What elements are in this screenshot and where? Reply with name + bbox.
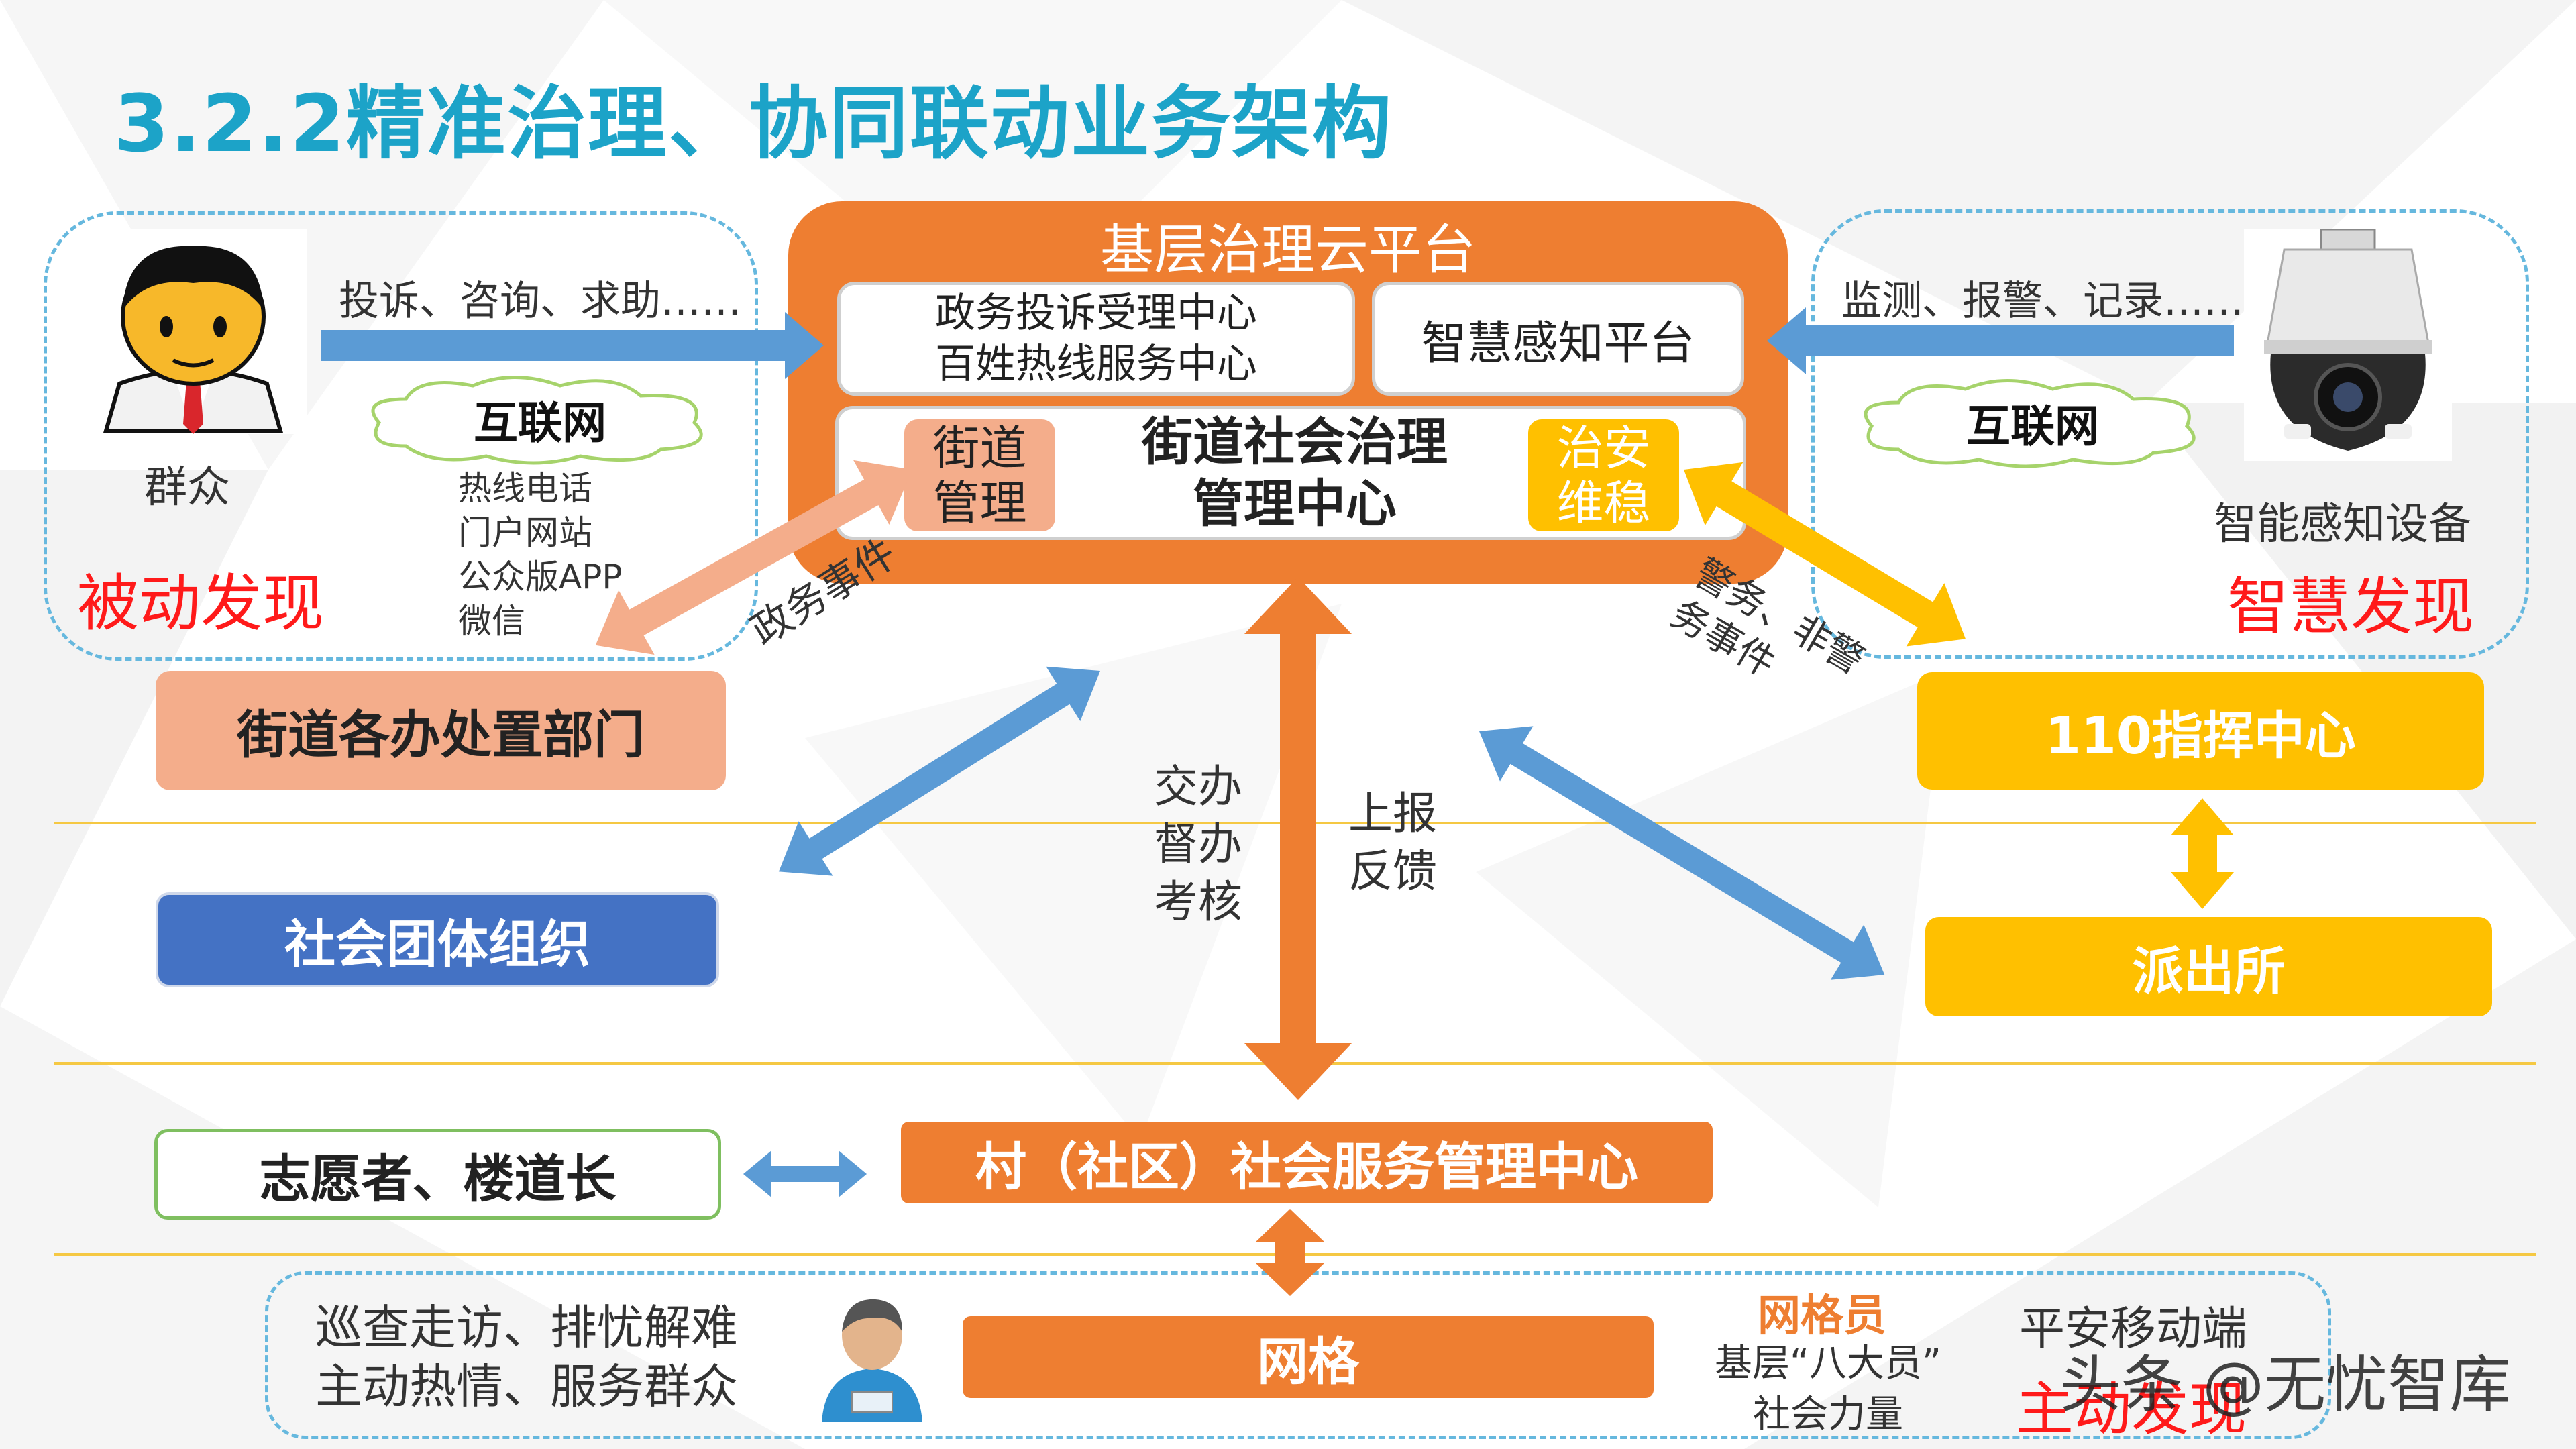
assign-line: 督办 (1154, 818, 1242, 870)
passive-discovery-label: 被动发现 (77, 568, 325, 639)
platform-title: 基层治理云平台 (1100, 219, 1476, 281)
citizen-label: 群众 (144, 463, 230, 513)
security-stability-box: 治安 维稳 (1528, 419, 1679, 531)
hotline-center-line: 百姓热线服务中心 (935, 341, 1257, 388)
passive-discovery-zone (44, 211, 758, 661)
duty-line: 主动热情、服务群众 (315, 1359, 738, 1414)
street-management-line: 管理 (932, 475, 1027, 531)
report-line: 上报 (1348, 788, 1437, 839)
grid-box: 网格 (963, 1316, 1654, 1398)
internet-label-left: 互联网 (474, 397, 606, 449)
village-grid-arrow (1255, 1209, 1325, 1296)
dome-camera-icon (2244, 228, 2452, 461)
smart-discovery-zone (1811, 209, 2529, 659)
citizen-avatar-icon (79, 229, 307, 434)
channel-item: 微信 (458, 602, 525, 641)
channel-item: 公众版APP (458, 557, 623, 596)
volunteer-village-arrow (743, 1150, 867, 1197)
grid-member-line: 基层“八大员” (1714, 1342, 1942, 1385)
channel-item: 热线电话 (458, 469, 592, 508)
report-line: 反馈 (1348, 845, 1437, 897)
report-feedback-label: 上报 反馈 (1348, 785, 1437, 900)
internet-label-right: 互联网 (1966, 400, 2099, 452)
grid-member-desc: 基层“八大员” 社会力量 (1704, 1338, 1952, 1440)
social-groups-box: 社会团体组织 (156, 892, 719, 987)
grid-member-title: 网格员 (1758, 1291, 1886, 1341)
volunteers-box: 志愿者、楼道长 (154, 1129, 721, 1220)
smart-sensing-platform-box: 智慧感知平台 (1372, 282, 1744, 396)
mobile-terminal-label: 平安移动端 (2019, 1303, 2248, 1356)
sensor-to-platform-arrow (1767, 307, 2234, 374)
security-stability-line: 维稳 (1556, 475, 1651, 531)
grid-duties-text: 巡查走访、排忧解难 主动热情、服务群众 (315, 1298, 738, 1416)
duty-line: 巡查走访、排忧解难 (315, 1300, 738, 1355)
smart-device-label: 智能感知设备 (2214, 500, 2471, 549)
police-event-arrow (1684, 462, 1966, 647)
command-police-arrow (2171, 798, 2234, 909)
assign-report-arrow (1244, 577, 1352, 1100)
channel-item: 门户网站 (458, 513, 592, 552)
grid-member-line: 社会力量 (1753, 1393, 1903, 1436)
police-station-arrow (1479, 726, 1885, 980)
street-departments-box: 街道各办处置部门 (156, 671, 726, 790)
citizen-to-platform-arrow (321, 312, 824, 379)
sensor-arrow-label: 监测、报警、记录…… (1841, 278, 2244, 325)
command-center-110-box: 110指挥中心 (1917, 672, 2484, 790)
village-service-center-box: 村（社区）社会服务管理中心 (901, 1122, 1713, 1203)
social-group-arrow (778, 666, 1100, 876)
governance-center-label: 街道社会治理 管理中心 (1080, 409, 1509, 537)
street-management-box: 街道 管理 (904, 419, 1055, 531)
assign-line: 考核 (1154, 876, 1242, 928)
internet-cloud-right: 互联网 (1851, 376, 2214, 470)
complaint-center-box: 政务投诉受理中心 百姓热线服务中心 (837, 282, 1355, 396)
governance-center-line: 街道社会治理 (1142, 412, 1448, 472)
street-management-line: 街道 (932, 420, 1027, 476)
watermark: 头条 @无忧智库 (2059, 1349, 2512, 1421)
smart-discovery-label: 智慧发现 (2227, 571, 2475, 643)
active-discovery-label: 主动发现 (2016, 1376, 2247, 1443)
channel-list: 热线电话 门户网站 公众版APP 微信 (458, 466, 623, 643)
governance-center-line: 管理中心 (1193, 474, 1397, 533)
assign-line: 交办 (1154, 761, 1242, 812)
gov-event-arrow (595, 460, 912, 655)
grid-worker-icon (815, 1291, 929, 1422)
police-station-box: 派出所 (1925, 917, 2492, 1016)
complaint-center-line: 政务投诉受理中心 (935, 290, 1257, 337)
citizen-arrow-label: 投诉、咨询、求助…… (339, 278, 741, 325)
security-stability-line: 治安 (1556, 420, 1651, 476)
internet-cloud-left: 互联网 (359, 372, 721, 466)
page-title: 3.2.2精准治理、协同联动业务架构 (114, 77, 1393, 170)
assign-supervise-label: 交办 督办 考核 (1154, 758, 1242, 931)
